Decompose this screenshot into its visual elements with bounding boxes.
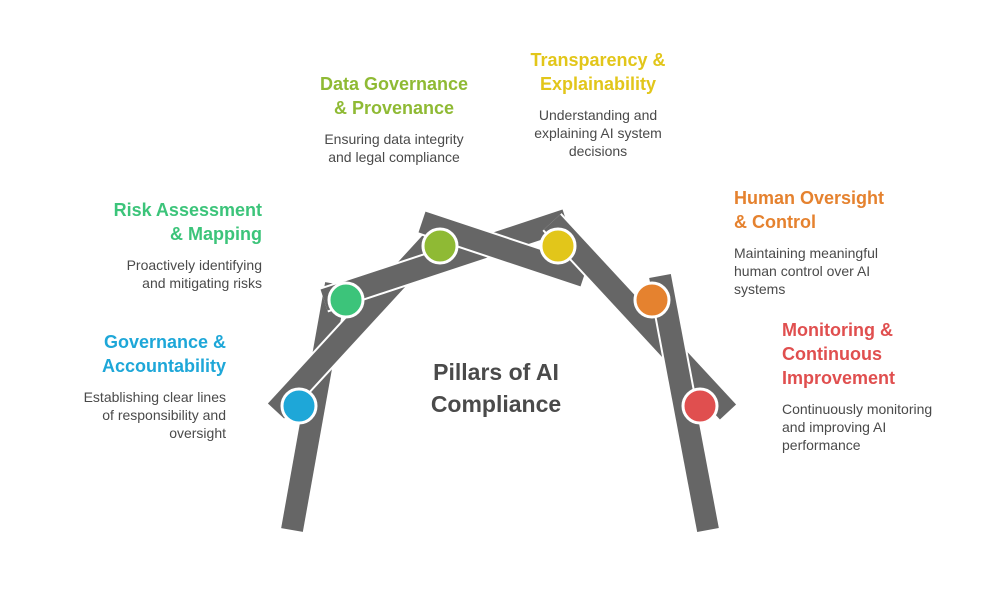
title-line: Transparency & xyxy=(530,50,666,70)
joint-governance xyxy=(280,387,318,425)
title-line: Continuous xyxy=(782,344,882,364)
joint-monitoring xyxy=(681,387,719,425)
title-line: Monitoring & xyxy=(782,320,893,340)
desc-line: explaining AI system xyxy=(534,125,662,141)
desc-line: Maintaining meaningful xyxy=(734,245,878,261)
pillar-transparency: Transparency & Explainability Understand… xyxy=(502,48,694,160)
center-title-line1: Pillars of AI xyxy=(433,359,559,385)
pillar-risk: Risk Assessment & Mapping Proactively id… xyxy=(62,198,262,292)
title-line: Accountability xyxy=(101,356,226,376)
pillar-governance: Governance & Accountability Establishing… xyxy=(40,330,226,442)
pillar-data: Data Governance & Provenance Ensuring da… xyxy=(298,72,490,166)
title-line: & Provenance xyxy=(333,98,455,118)
pillar-governance-desc: Establishing clear lines of responsibili… xyxy=(40,388,226,442)
center-title: Pillars of AI Compliance xyxy=(396,356,596,420)
pillar-data-title: Data Governance & Provenance xyxy=(298,72,490,120)
joint-risk xyxy=(327,281,365,319)
beam-right-diagonal xyxy=(543,214,737,420)
center-title-line2: Compliance xyxy=(430,391,562,417)
title-line: Explainability xyxy=(539,74,657,94)
pillar-monitoring-title: Monitoring & Continuous Improvement xyxy=(782,318,982,390)
pillar-transparency-title: Transparency & Explainability xyxy=(502,48,694,96)
pillar-governance-title: Governance & Accountability xyxy=(40,330,226,378)
pillar-transparency-desc: Understanding and explaining AI system d… xyxy=(502,106,694,160)
joint-transparency xyxy=(539,227,577,265)
pillar-oversight: Human Oversight & Control Maintaining me… xyxy=(734,186,934,298)
pillar-oversight-title: Human Oversight & Control xyxy=(734,186,934,234)
joint-data xyxy=(421,227,459,265)
pillar-monitoring: Monitoring & Continuous Improvement Cont… xyxy=(782,318,982,454)
title-line: Data Governance xyxy=(319,74,469,94)
title-line: Risk Assessment xyxy=(113,200,262,220)
desc-line: and mitigating risks xyxy=(142,275,262,291)
title-line: Human Oversight xyxy=(734,188,885,208)
joint-oversight xyxy=(633,281,671,319)
pillar-oversight-desc: Maintaining meaningful human control ove… xyxy=(734,244,934,298)
pillar-risk-desc: Proactively identifying and mitigating r… xyxy=(62,256,262,292)
pillar-monitoring-desc: Continuously monitoring and improving AI… xyxy=(782,400,982,454)
title-line: Governance & xyxy=(103,332,226,352)
desc-line: oversight xyxy=(169,425,226,441)
desc-line: of responsibility and xyxy=(102,407,226,423)
pillar-risk-title: Risk Assessment & Mapping xyxy=(62,198,262,246)
desc-line: Understanding and xyxy=(538,107,658,123)
desc-line: and legal compliance xyxy=(328,149,460,165)
title-line: Improvement xyxy=(782,368,896,388)
desc-line: Establishing clear lines xyxy=(83,389,226,405)
title-line: & Mapping xyxy=(170,224,262,244)
desc-line: Proactively identifying xyxy=(126,257,262,273)
desc-line: decisions xyxy=(568,143,628,159)
desc-line: Ensuring data integrity xyxy=(324,131,464,147)
title-line: & Control xyxy=(734,212,816,232)
desc-line: human control over AI xyxy=(734,263,871,279)
desc-line: Continuously monitoring xyxy=(782,401,933,417)
desc-line: systems xyxy=(734,281,786,297)
desc-line: and improving AI xyxy=(782,419,887,435)
pillar-data-desc: Ensuring data integrity and legal compli… xyxy=(298,130,490,166)
desc-line: performance xyxy=(782,437,861,453)
